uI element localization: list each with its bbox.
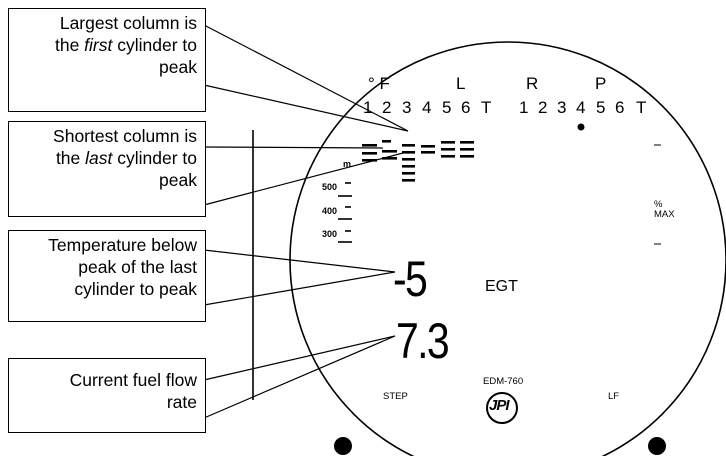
left-cylinder-number: 4 — [422, 98, 432, 117]
callout-line: Current fuel flow — [69, 370, 197, 390]
right-bank-label: R — [526, 74, 539, 93]
callout-line: the first cylinder to — [15, 34, 197, 56]
model-label: EDM-760 — [483, 376, 524, 387]
temperature-scale-ticks — [338, 182, 352, 243]
percent-power-label: P — [595, 74, 607, 93]
egt-bar-columns — [362, 140, 474, 182]
scale-label-500: 500 — [322, 182, 338, 192]
callout-largest-column: Largest column is the first cylinder to … — [8, 8, 206, 112]
callout-emphasis: last — [85, 148, 113, 168]
scale-label-partial: m — [343, 159, 352, 169]
callout-fuel-flow: Current fuel flow rate — [8, 358, 206, 433]
temperature-readout: -5 — [393, 251, 428, 307]
step-button-label: STEP — [383, 391, 408, 402]
callout-line: cylinder to peak — [74, 279, 197, 299]
jpi-logo-ring — [486, 392, 518, 424]
callout-line: rate — [166, 392, 197, 412]
left-cylinder-number: 2 — [382, 98, 392, 117]
leader-line-fuel-2 — [203, 335, 396, 419]
left-cylinder-number: 5 — [442, 98, 452, 117]
callout-temperature-below-peak: Temperature below peak of the last cylin… — [8, 230, 206, 322]
right-cylinder-number: 1 — [519, 98, 529, 117]
leader-line-fuel — [203, 335, 396, 381]
right-cylinder-number: T — [636, 98, 647, 117]
scale-label-400: 400 — [322, 206, 338, 216]
callout-line: Temperature below — [48, 235, 197, 255]
percent-label: % — [654, 199, 663, 210]
left-bank-label: L — [456, 74, 466, 93]
callout-line: peak of the last — [78, 257, 197, 277]
callout-shortest-column: Shortest column is the last cylinder to … — [8, 121, 206, 217]
leader-line-largest-2 — [203, 84, 409, 132]
callout-text: the — [55, 148, 86, 168]
max-label: MAX — [654, 209, 675, 220]
leader-line-largest — [203, 24, 409, 132]
callout-text: the — [54, 35, 85, 55]
fuel-flow-readout: 7.3 — [396, 313, 450, 369]
scale-label-300: 300 — [322, 229, 338, 239]
leader-line-temp-2 — [203, 271, 396, 306]
callout-text: cylinder to — [112, 148, 197, 168]
mounting-screw-left — [334, 437, 352, 455]
right-cylinder-number: 3 — [557, 98, 567, 117]
degree-f-label: ° F — [368, 74, 390, 93]
jpi-logo: JPI — [489, 397, 509, 414]
right-cylinder-number: 6 — [615, 98, 625, 117]
left-cylinder-number: 1 — [363, 98, 373, 117]
leader-line-shortest — [203, 146, 384, 149]
right-cylinder-number: 4 — [576, 98, 586, 117]
callout-line: Shortest column is — [53, 126, 197, 146]
left-cylinder-number: 3 — [402, 98, 412, 117]
left-cylinder-number: T — [481, 98, 492, 117]
left-cylinder-number: 6 — [461, 98, 471, 117]
callout-line: the last cylinder to — [15, 147, 197, 169]
callout-emphasis: first — [84, 35, 113, 55]
right-cylinder-number: 5 — [596, 98, 606, 117]
mounting-screw-right — [648, 437, 666, 455]
callout-line: peak — [159, 57, 197, 77]
callout-text: cylinder to — [112, 35, 197, 55]
lf-button-label: LF — [608, 391, 620, 402]
leader-line-shortest-2 — [203, 152, 404, 206]
callout-line: peak — [159, 170, 197, 190]
leader-line-temp — [203, 249, 396, 273]
callout-line: Largest column is — [59, 13, 197, 33]
egt-unit-label: EGT — [485, 278, 518, 295]
peak-indicator-dot — [577, 123, 585, 131]
right-cylinder-number: 2 — [538, 98, 548, 117]
